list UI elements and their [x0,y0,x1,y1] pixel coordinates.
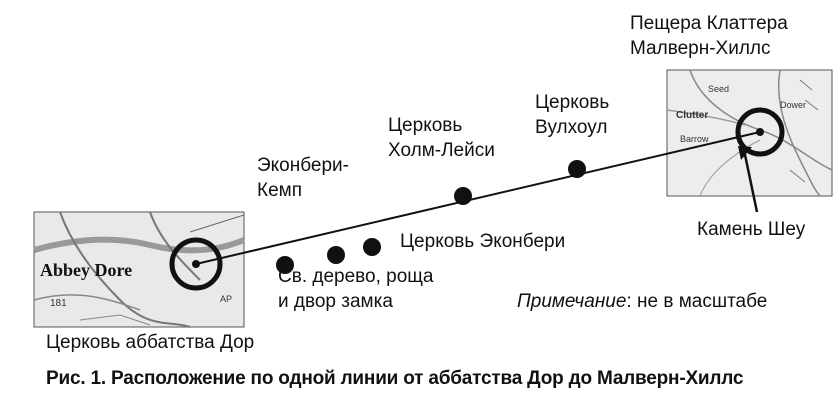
map-label-seed: Seed [708,84,729,94]
label-woolhope-2: Вулхоул [535,117,608,138]
label-abbey-dore-church: Церковь аббатства Дор [46,332,255,353]
abbey-dore-marker-circle [169,237,223,291]
site-dot-trees [276,256,294,274]
label-trees-2: и двор замка [278,291,393,312]
label-woolhope-1: Церковь [535,92,610,113]
note-not-to-scale: Примечание: не в масштабе [517,290,767,313]
map-road-text: AP [220,294,232,304]
site-dot-woolhope [568,160,586,178]
map-label-dower: Dower [780,100,806,110]
label-shaw-stone: Камень Шеу [697,219,806,240]
shaw-stone-arrowhead [738,146,752,160]
label-ekonbery-camp-2: Кемп [257,180,302,201]
label-holm-lacy-1: Церковь [388,115,463,136]
map-label-abbey-dore: Abbey Dore [40,260,132,280]
note-rest: : не в масштабе [626,291,768,312]
site-dot-holm-lacy [454,187,472,205]
label-ekonbery-church: Церковь Эконбери [400,231,566,252]
label-trees-1: Св. дерево, роща [278,266,434,287]
label-clutter-cave: Пещера Клаттера [630,13,788,34]
malvern-marker-circle [735,107,785,157]
figure-caption: Рис. 1. Расположение по одной линии от а… [46,368,743,390]
map-label-barrow: Barrow [680,134,709,144]
ley-line [195,131,761,265]
caption-prefix: Рис. 1. [46,368,106,389]
map-road-number: 181 [50,298,67,309]
label-holm-lacy-2: Холм-Лейси [388,140,495,161]
label-ekonbery-camp-1: Эконбери- [257,155,349,176]
caption-text: Расположение по одной линии от аббатства… [105,368,744,389]
shaw-stone-arrow-line [742,149,759,213]
site-dot-castle [327,246,345,264]
note-italic: Примечание [517,291,627,312]
map-inset-abbey-dore: Abbey Dore 181 AP [33,211,246,328]
map-label-clutter: Clutter [676,110,708,121]
site-dot-ekonbery [363,238,381,256]
label-malvern-hills: Малверн-Хиллс [630,38,771,59]
